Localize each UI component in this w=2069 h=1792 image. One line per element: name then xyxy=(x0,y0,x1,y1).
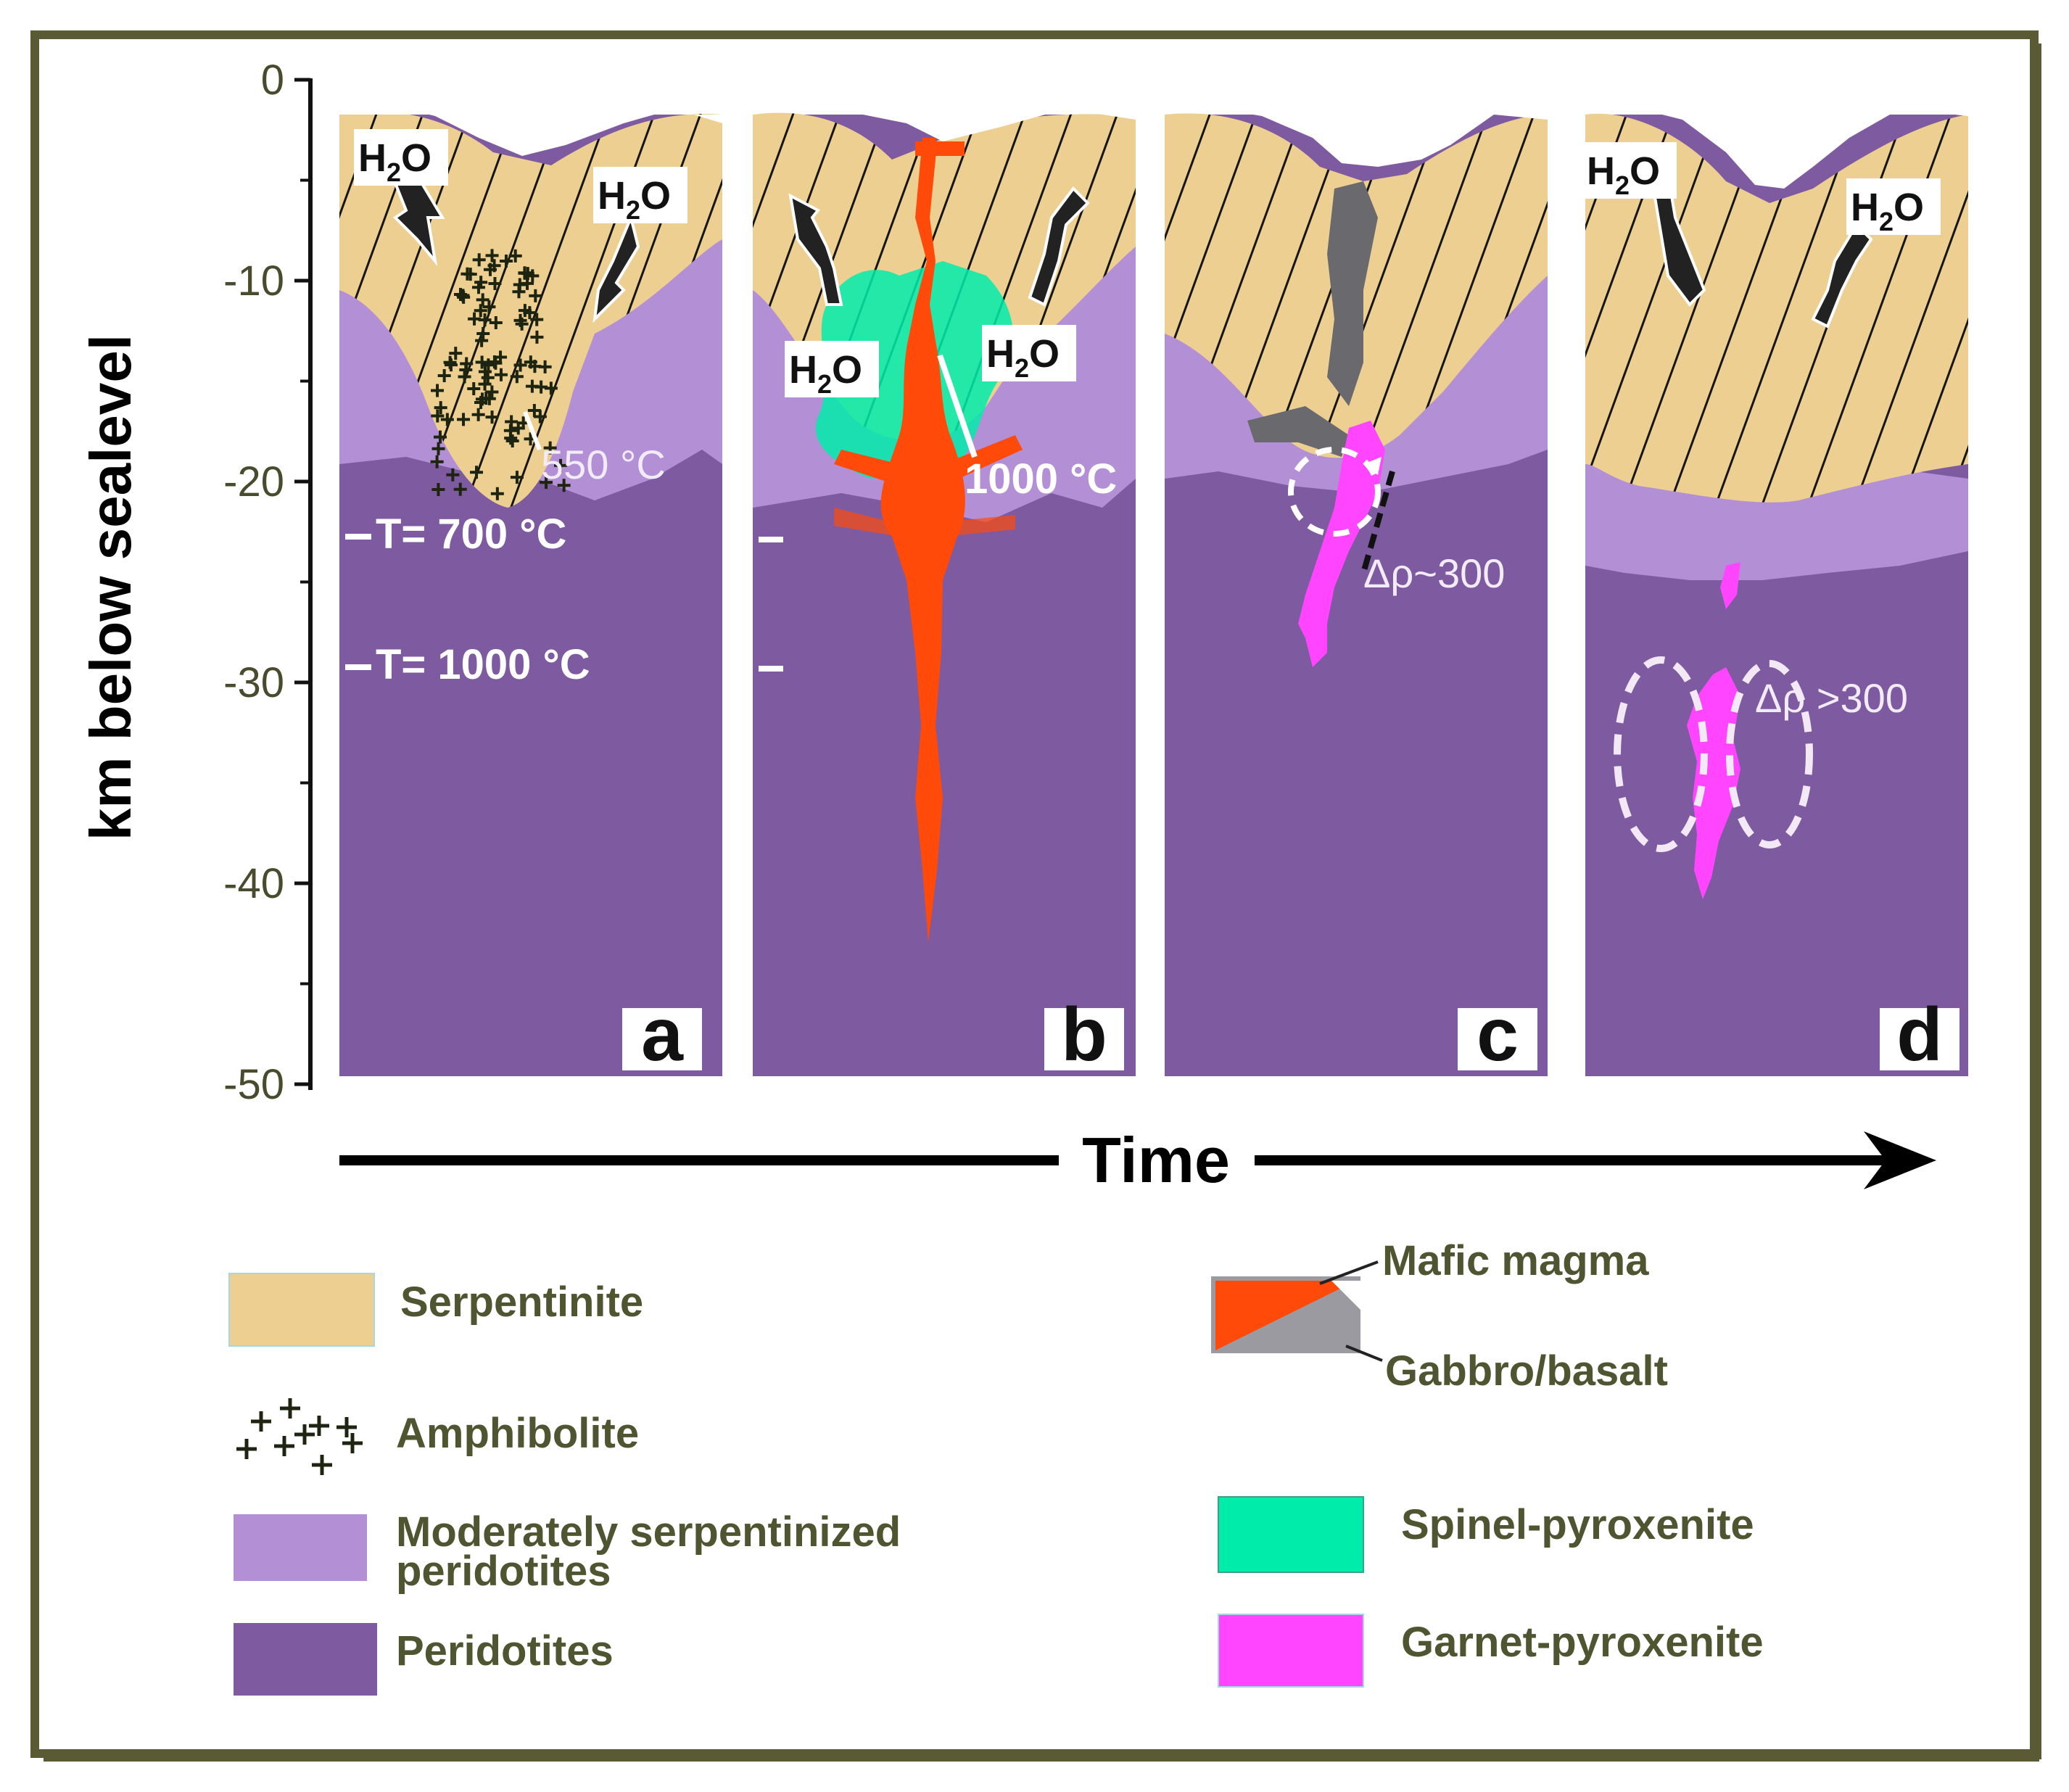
amphibolite-crosses xyxy=(430,249,571,500)
time-label: Time xyxy=(1082,1124,1230,1196)
legend: Serpentinite Amphibolite Moderately serp… xyxy=(228,1237,1764,1696)
svg-text:Gabbro/basalt: Gabbro/basalt xyxy=(1385,1347,1668,1395)
svg-text:Moderately serpentinized: Moderately serpentinized xyxy=(396,1508,901,1556)
y-minor-ticks xyxy=(300,178,310,986)
svg-text:Garnet-pyroxenite: Garnet-pyroxenite xyxy=(1401,1619,1764,1666)
delta-rho-d-label: Δρ >300 xyxy=(1755,675,1908,721)
legend-item-spinel-pyroxenite: Spinel-pyroxenite xyxy=(1218,1496,1754,1573)
y-tick-label: -40 xyxy=(223,860,284,907)
gabbro-basalt-body xyxy=(1327,181,1378,406)
y-tick-label: -20 xyxy=(223,458,284,505)
legend-item-peridotites: Peridotites xyxy=(234,1623,614,1696)
y-axis-label: km below sealevel xyxy=(78,334,143,841)
panel-letter-d: d xyxy=(1896,993,1943,1077)
t700-label: T= 700 °C xyxy=(376,511,566,558)
panel-d: H2O H2O Δρ >300 d xyxy=(1582,109,1968,1077)
isotherm-550-label: 550 °C xyxy=(541,442,666,487)
y-tick-label: -30 xyxy=(223,659,284,706)
svg-text:H2O: H2O xyxy=(598,174,671,225)
legend-item-moderately-serpentinized: Moderately serpentinized peridotites xyxy=(234,1508,901,1595)
y-tick-label: 0 xyxy=(261,57,284,104)
svg-text:H2O: H2O xyxy=(789,348,862,399)
panel-letter-a: a xyxy=(641,993,684,1077)
legend-item-garnet-pyroxenite: Garnet-pyroxenite xyxy=(1218,1614,1764,1688)
svg-text:H2O: H2O xyxy=(986,332,1060,383)
svg-text:Peridotites: Peridotites xyxy=(396,1627,614,1675)
isotherm-1000-label: 1000 °C xyxy=(965,455,1117,503)
svg-text:Amphibolite: Amphibolite xyxy=(396,1410,639,1457)
panel-b: H2O H2O 1000 °C b xyxy=(753,109,1136,1077)
delta-rho-c-label: Δρ~300 xyxy=(1363,550,1505,596)
garnet-pyroxenite-body xyxy=(1298,421,1385,667)
svg-text:peridotites: peridotites xyxy=(396,1548,611,1595)
t1000-label: T= 1000 °C xyxy=(376,641,590,688)
svg-text:H2O: H2O xyxy=(358,136,431,187)
panel-letter-c: c xyxy=(1477,993,1519,1077)
svg-text:H2O: H2O xyxy=(1587,149,1660,200)
mafic-magma-conduit xyxy=(880,138,965,943)
legend-item-serpentinite: Serpentinite xyxy=(228,1273,643,1347)
svg-text:H2O: H2O xyxy=(1851,186,1924,236)
time-arrow: Time xyxy=(339,1124,1936,1196)
legend-item-amphibolite: Amphibolite xyxy=(236,1398,639,1475)
y-major-ticks: 0 -10 -20 -30 -40 -50 xyxy=(223,57,310,1108)
panel-letter-b: b xyxy=(1061,993,1107,1077)
legend-item-gabbro: Gabbro/basalt xyxy=(1345,1345,1668,1395)
y-axis: 0 -10 -20 -30 -40 -50 km below sealevel xyxy=(78,57,313,1108)
panel-c: Δρ~300 c xyxy=(1165,109,1548,1077)
legend-item-mafic-magma: Mafic magma xyxy=(1211,1237,1649,1353)
svg-text:Mafic magma: Mafic magma xyxy=(1382,1237,1649,1284)
panel-a: H2O H2O 550 °C T= 700 °C T= 1000 °C a xyxy=(339,105,722,1077)
y-tick-label: -50 xyxy=(223,1061,284,1108)
svg-text:Serpentinite: Serpentinite xyxy=(400,1279,643,1326)
y-tick-label: -10 xyxy=(223,257,284,305)
svg-text:Spinel-pyroxenite: Spinel-pyroxenite xyxy=(1401,1501,1754,1548)
